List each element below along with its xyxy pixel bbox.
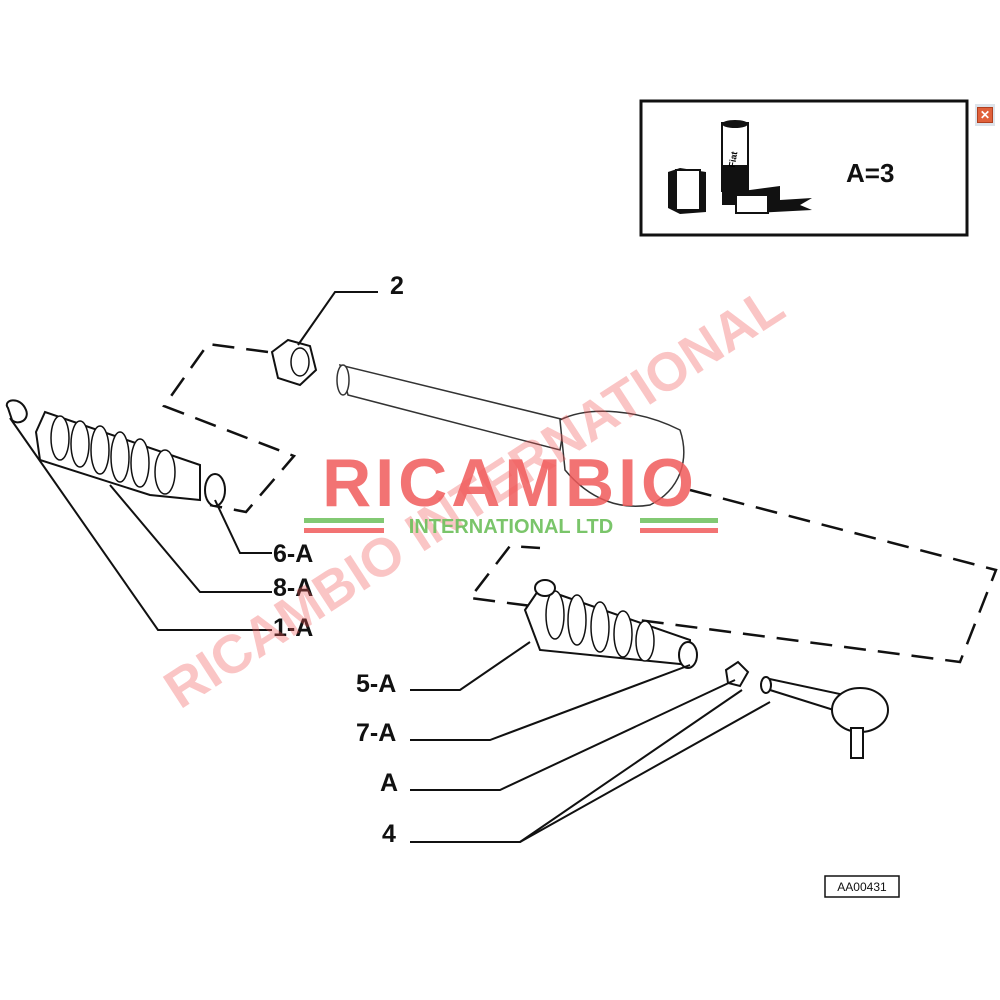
callout-4: 4 <box>382 820 396 848</box>
steering-rack <box>336 363 685 507</box>
callout-a: A <box>380 769 398 797</box>
callout-7a: 7-A <box>356 719 396 747</box>
fiat-logo-text: Fiat <box>727 151 740 169</box>
callout-6a: 6-A <box>273 540 313 568</box>
callout-1a: 1-A <box>273 614 313 642</box>
watermark-subtitle: INTERNATIONAL LTD <box>409 516 613 538</box>
close-button[interactable]: ✕ <box>975 104 995 126</box>
close-icon: ✕ <box>977 107 993 123</box>
dashed-outlines <box>162 342 998 664</box>
reference-code-text: AA00431 <box>837 880 887 894</box>
legend-box: Fiat A=3 <box>639 99 969 237</box>
right-boot-part <box>523 579 750 688</box>
reference-code: AA00431 <box>824 875 900 898</box>
tie-rod-end-part <box>760 676 889 759</box>
watermark: RICAMBIO INTERNATIONAL RICAMBIO INTERNAT… <box>154 275 795 720</box>
fiat-sealant-tubes-icon: Fiat <box>668 120 812 214</box>
watermark-brand: RICAMBIO <box>322 445 698 521</box>
callout-2: 2 <box>390 272 404 300</box>
legend-text: A=3 <box>846 158 894 188</box>
callout-8a: 8-A <box>273 574 313 602</box>
nut-part <box>270 338 318 387</box>
left-boot-part <box>5 399 226 507</box>
leader-lines <box>9 291 771 843</box>
callout-5a: 5-A <box>356 670 396 698</box>
